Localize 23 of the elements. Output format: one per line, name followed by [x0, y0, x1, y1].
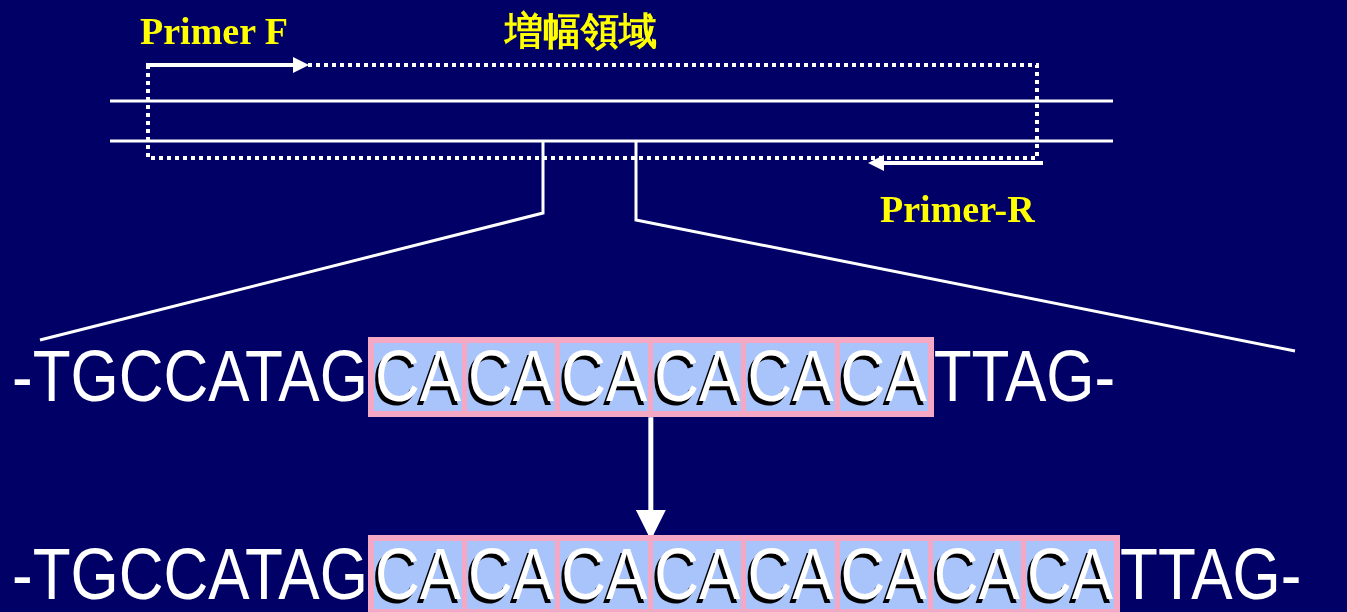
repeat-unit-cell: CA: [373, 343, 463, 412]
repeat-unit-cell: CA: [467, 541, 556, 610]
repeat-unit-cell: CA: [653, 343, 742, 412]
repeat-unit-cell: CA: [560, 541, 649, 610]
repeat-unit-cell: CA: [932, 541, 1021, 610]
repeat-unit-cell: CA: [373, 541, 463, 610]
sequence-text: TTAG-: [1120, 539, 1302, 611]
repeat-unit-cell: CA: [839, 343, 928, 412]
sequence-text: -TGCCATAG: [12, 341, 368, 413]
repeat-unit-cell: CA: [560, 343, 649, 412]
repeat-unit-cell: CA: [653, 541, 742, 610]
repeat-region-band: [367, 337, 934, 418]
repeat-unit-cell: CA: [467, 343, 556, 412]
primer-label: Primer F: [140, 12, 289, 50]
sequence-text: -TGCCATAG: [12, 539, 368, 611]
sequence-text: TTAG-: [933, 341, 1116, 413]
region-label: 増幅領域: [505, 12, 657, 50]
repeat-region-band: [367, 535, 1121, 612]
repeat-unit-cell: CA: [746, 343, 835, 412]
repeat-unit-cell: CA: [746, 541, 835, 610]
primer-label: Primer-R: [880, 190, 1035, 228]
repeat-unit-cell: CA: [839, 541, 928, 610]
repeat-unit-cell: CA: [1025, 541, 1115, 610]
